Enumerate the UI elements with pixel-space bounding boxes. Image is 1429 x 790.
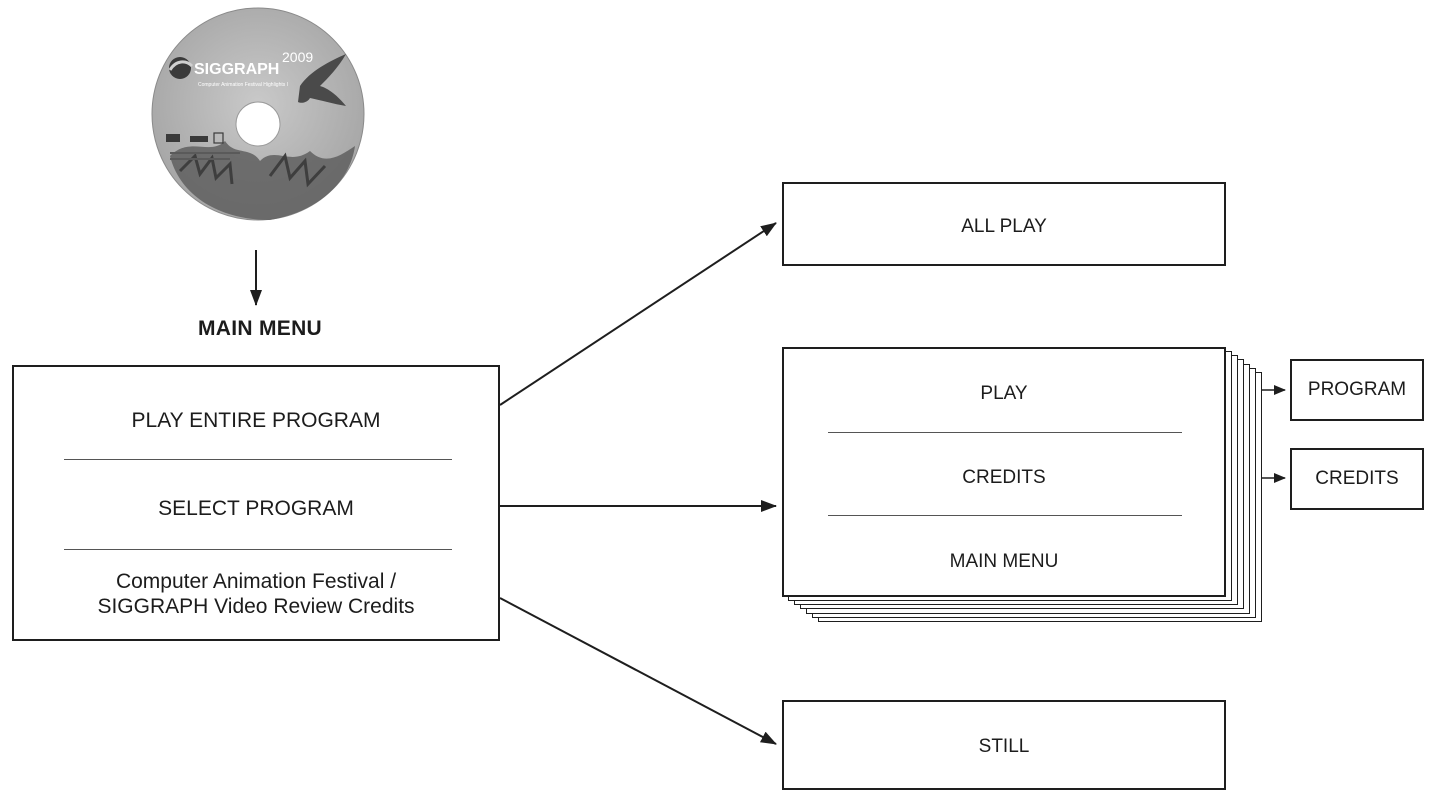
- select-divider: [828, 432, 1182, 433]
- all-play-screen: ALL PLAY: [782, 182, 1226, 266]
- menu-item-select-program[interactable]: SELECT PROGRAM: [158, 497, 354, 520]
- menu-item-play-entire-program[interactable]: PLAY ENTIRE PROGRAM: [131, 409, 381, 432]
- select-program-screen: PLAY CREDITS MAIN MENU: [782, 347, 1226, 597]
- select-item-credits[interactable]: CREDITS: [962, 467, 1046, 488]
- select-divider: [828, 515, 1182, 516]
- arrow-to-still: [499, 597, 777, 745]
- main-menu-screen: PLAY ENTIRE PROGRAM SELECT PROGRAM Compu…: [12, 365, 500, 641]
- select-item-main-menu[interactable]: MAIN MENU: [949, 551, 1059, 572]
- disc-brand-text: SIGGRAPH: [194, 61, 279, 78]
- menu-divider: [64, 549, 452, 550]
- disc-subtitle-text: Computer Animation Festival Highlights I: [198, 82, 288, 88]
- select-item-play[interactable]: PLAY: [980, 383, 1028, 404]
- menu-item-credits-line-2[interactable]: SIGGRAPH Video Review Credits: [97, 595, 415, 618]
- still-label: STILL: [978, 736, 1030, 757]
- menu-divider: [64, 459, 452, 460]
- credits-screen: CREDITS: [1290, 448, 1424, 510]
- still-screen: STILL: [782, 700, 1226, 790]
- program-screen: PROGRAM: [1290, 359, 1424, 421]
- disc-year-text: 2009: [282, 49, 313, 65]
- arrow-to-all-play: [499, 222, 777, 406]
- menu-item-credits-line-1[interactable]: Computer Animation Festival /: [115, 570, 397, 593]
- main-menu-heading: MAIN MENU: [197, 317, 323, 340]
- dvd-disc-image: SIGGRAPH 2009 Computer Animation Festiva…: [150, 6, 366, 222]
- all-play-label: ALL PLAY: [961, 216, 1047, 237]
